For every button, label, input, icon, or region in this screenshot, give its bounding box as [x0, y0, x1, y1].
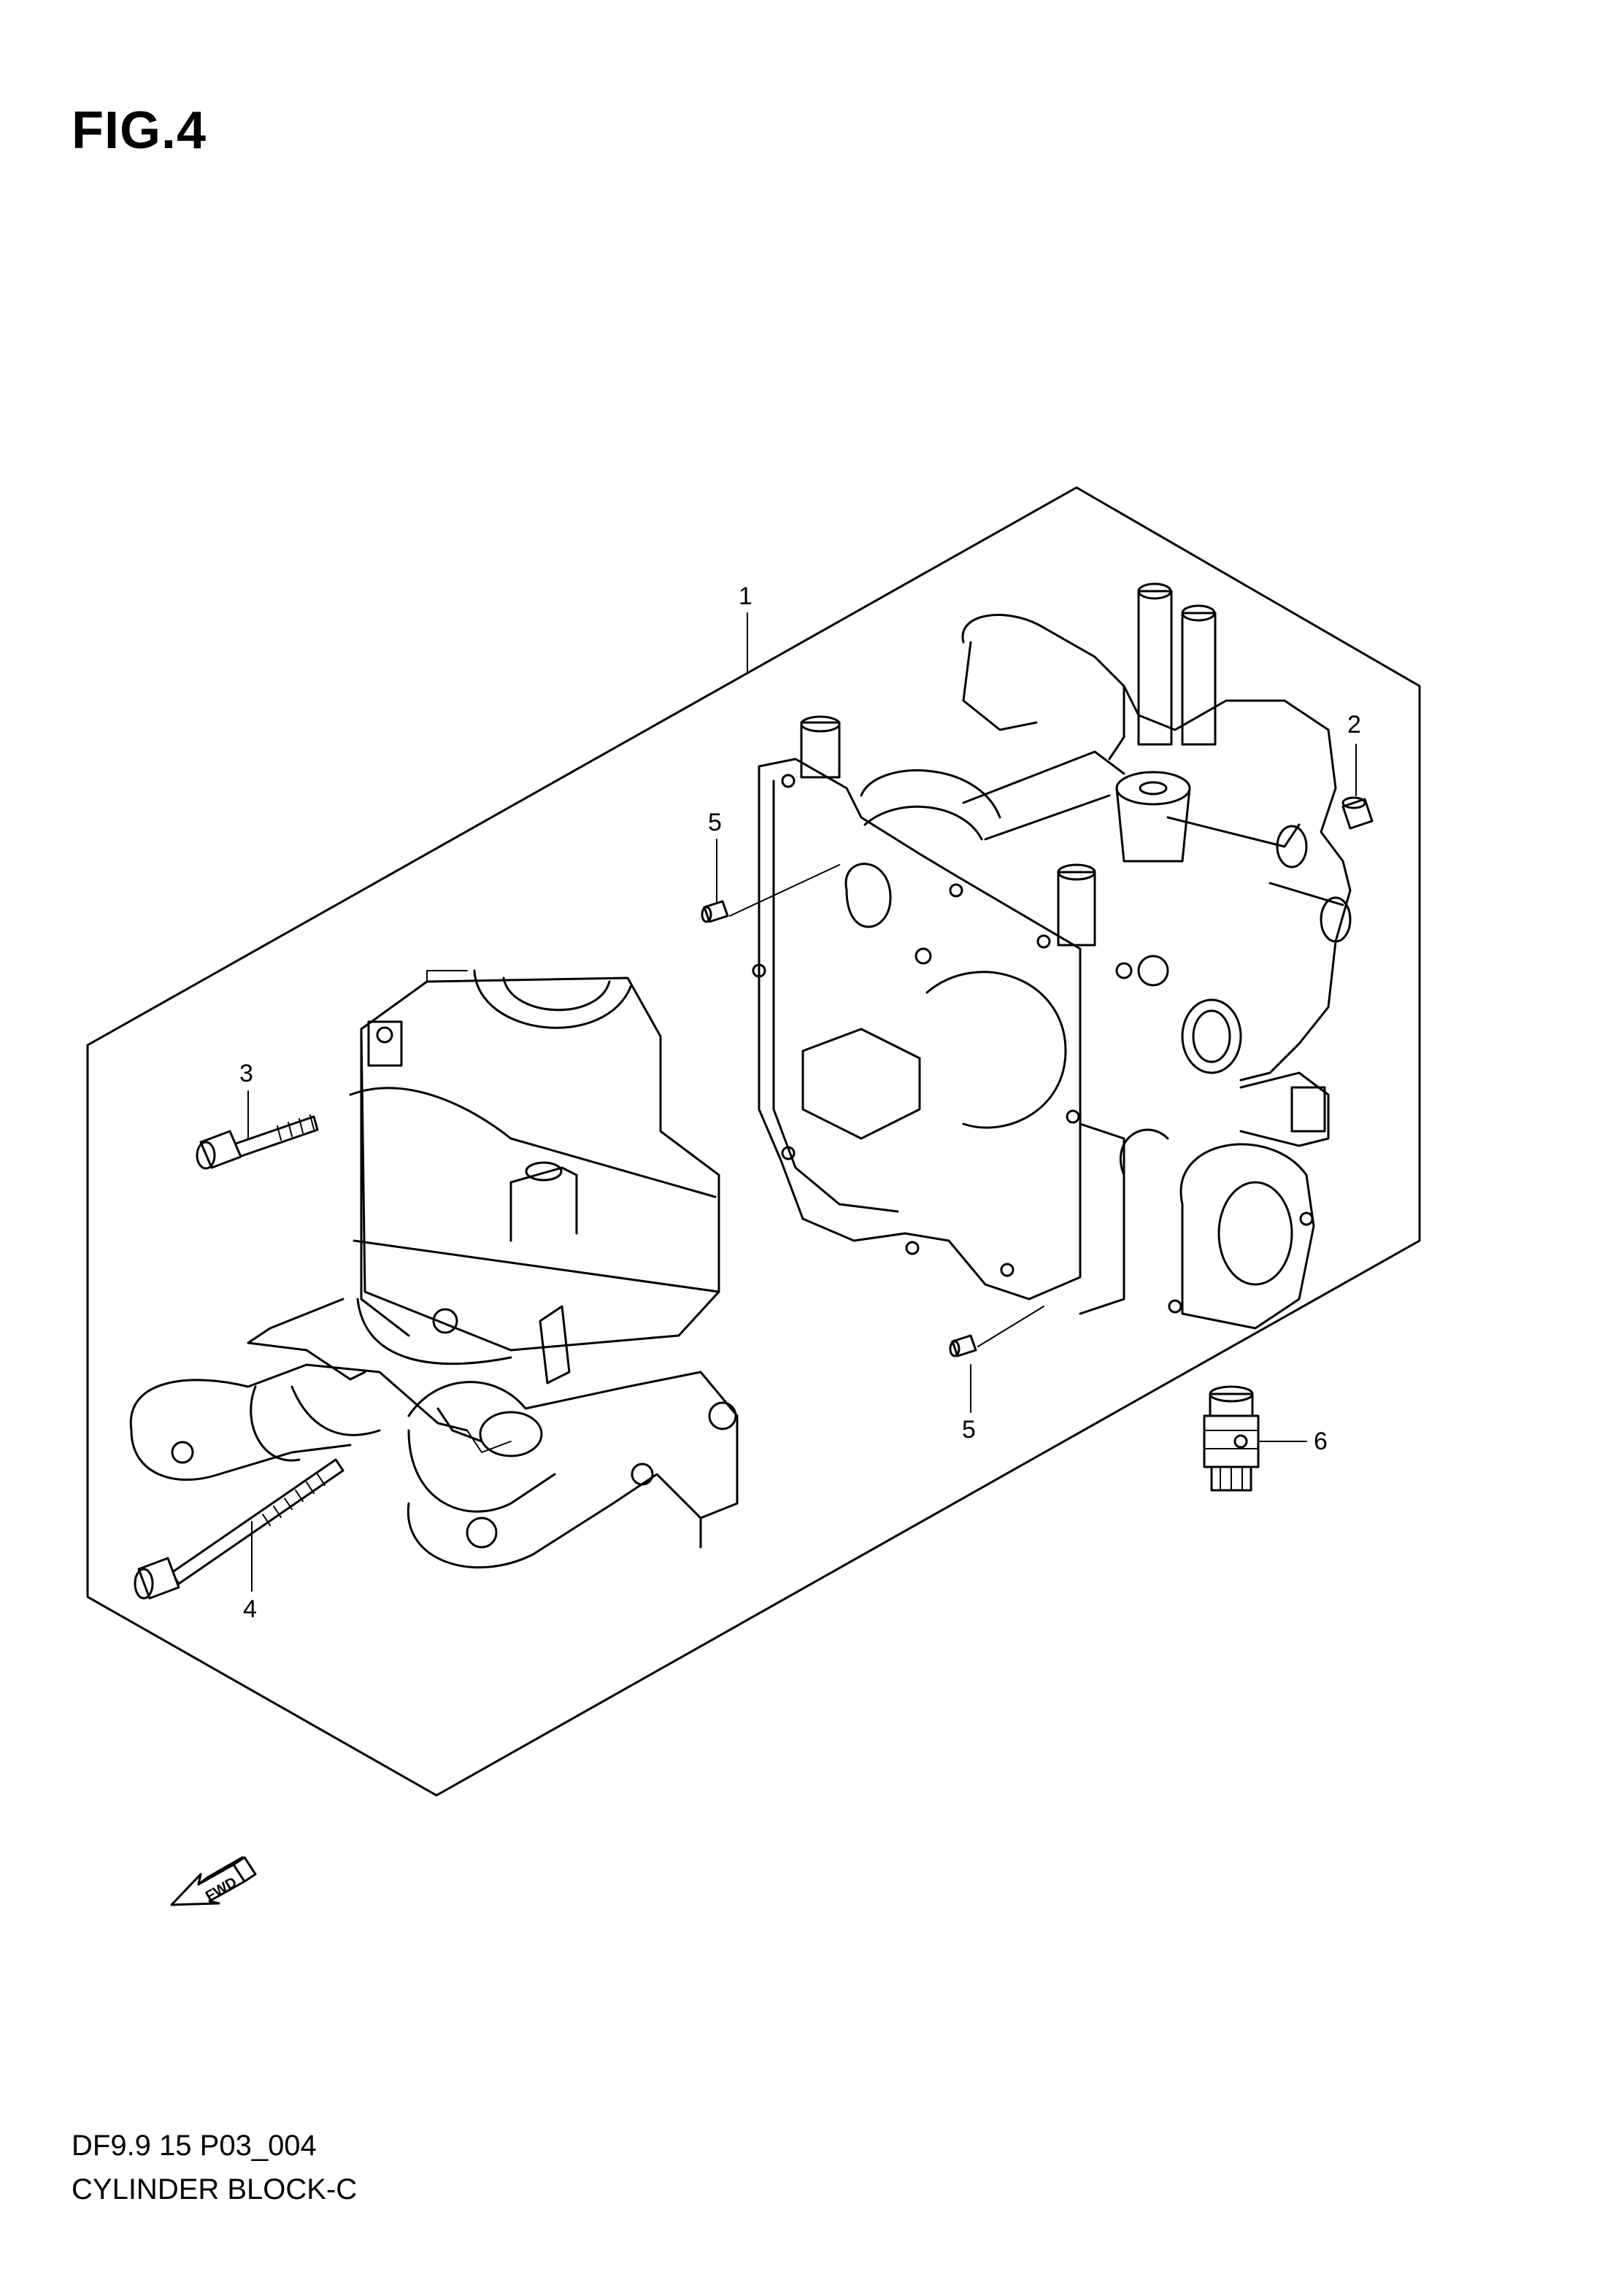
pin-part-5-upper — [701, 900, 729, 923]
fitting-part-6 — [1203, 1385, 1260, 1492]
dowel-pin-part-2 — [1341, 796, 1374, 830]
cylinder-block-drawing — [752, 582, 1352, 1330]
pin-part-5-lower — [949, 1334, 977, 1357]
figure-title: FIG.4 — [72, 101, 207, 160]
diagram-name: CYLINDER BLOCK-C — [72, 2173, 358, 2206]
forward-direction-arrow-icon: FWD — [170, 1856, 257, 1906]
bolt-part-4 — [134, 1458, 344, 1600]
callout-4: 4 — [243, 1595, 257, 1623]
diagram-code: DF9.9 15 P03_004 — [72, 2130, 317, 2162]
leader-lines — [247, 612, 1357, 1592]
bolt-part-3 — [196, 1114, 319, 1170]
crankcase-half-drawing — [129, 969, 739, 1569]
callout-5-upper: 5 — [708, 809, 722, 836]
callout-6: 6 — [1314, 1428, 1328, 1455]
callout-2: 2 — [1347, 711, 1361, 739]
callout-3: 3 — [239, 1060, 253, 1087]
callout-5-lower: 5 — [962, 1416, 976, 1444]
callout-1: 1 — [739, 582, 752, 610]
assembly-boundary-box — [86, 486, 1421, 1797]
